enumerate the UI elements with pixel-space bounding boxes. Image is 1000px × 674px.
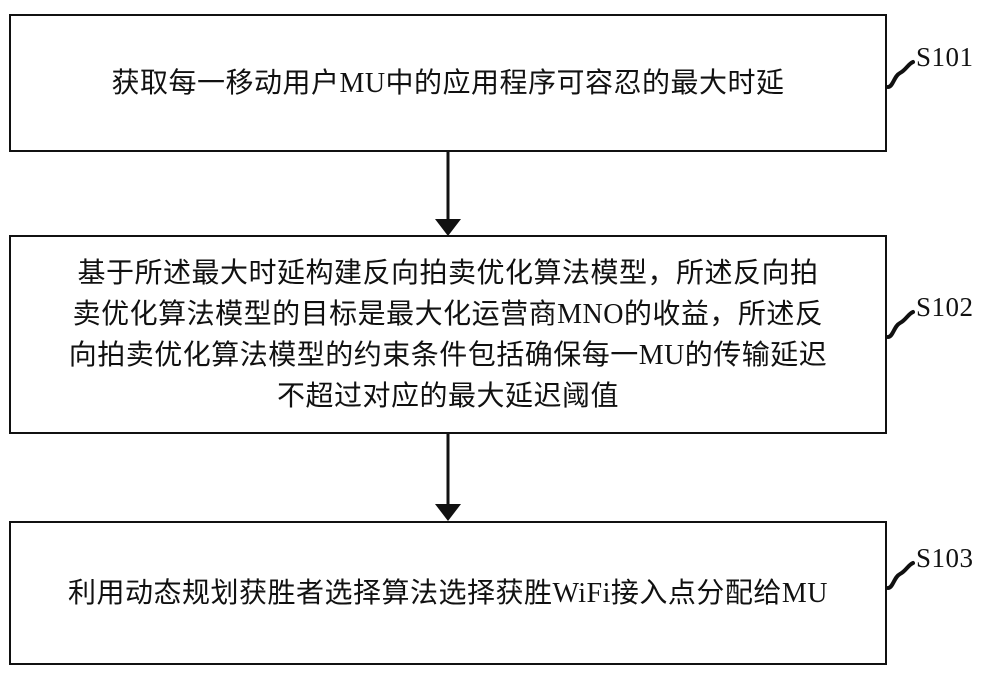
flow-step-box-s102: 基于所述最大时延构建反向拍卖优化算法模型，所述反向拍 卖优化算法模型的目标是最大… bbox=[9, 235, 887, 434]
step-ref-label-s102: S102 bbox=[916, 292, 974, 322]
flow-step-box-s103: 利用动态规划获胜者选择算法选择获胜WiFi接入点分配给MU bbox=[9, 521, 887, 665]
leader-squiggle-s102 bbox=[886, 310, 915, 339]
flow-step-text-s101: 获取每一移动用户MU中的应用程序可容忍的最大时延 bbox=[111, 67, 785, 99]
connector-arrow-s101-s102 bbox=[435, 152, 461, 236]
flow-step-text-s103: 利用动态规划获胜者选择算法选择获胜WiFi接入点分配给MU bbox=[67, 577, 829, 609]
connector-arrow-s102-s103 bbox=[435, 434, 461, 521]
flow-step-box-s101: 获取每一移动用户MU中的应用程序可容忍的最大时延 bbox=[9, 14, 887, 152]
flow-step-text-s102: 基于所述最大时延构建反向拍卖优化算法模型，所述反向拍 卖优化算法模型的目标是最大… bbox=[68, 257, 828, 412]
leader-squiggle-s103 bbox=[886, 561, 915, 590]
step-ref-label-s103: S103 bbox=[916, 543, 974, 573]
leader-squiggle-s101 bbox=[886, 60, 915, 89]
step-ref-label-s101: S101 bbox=[916, 42, 974, 72]
